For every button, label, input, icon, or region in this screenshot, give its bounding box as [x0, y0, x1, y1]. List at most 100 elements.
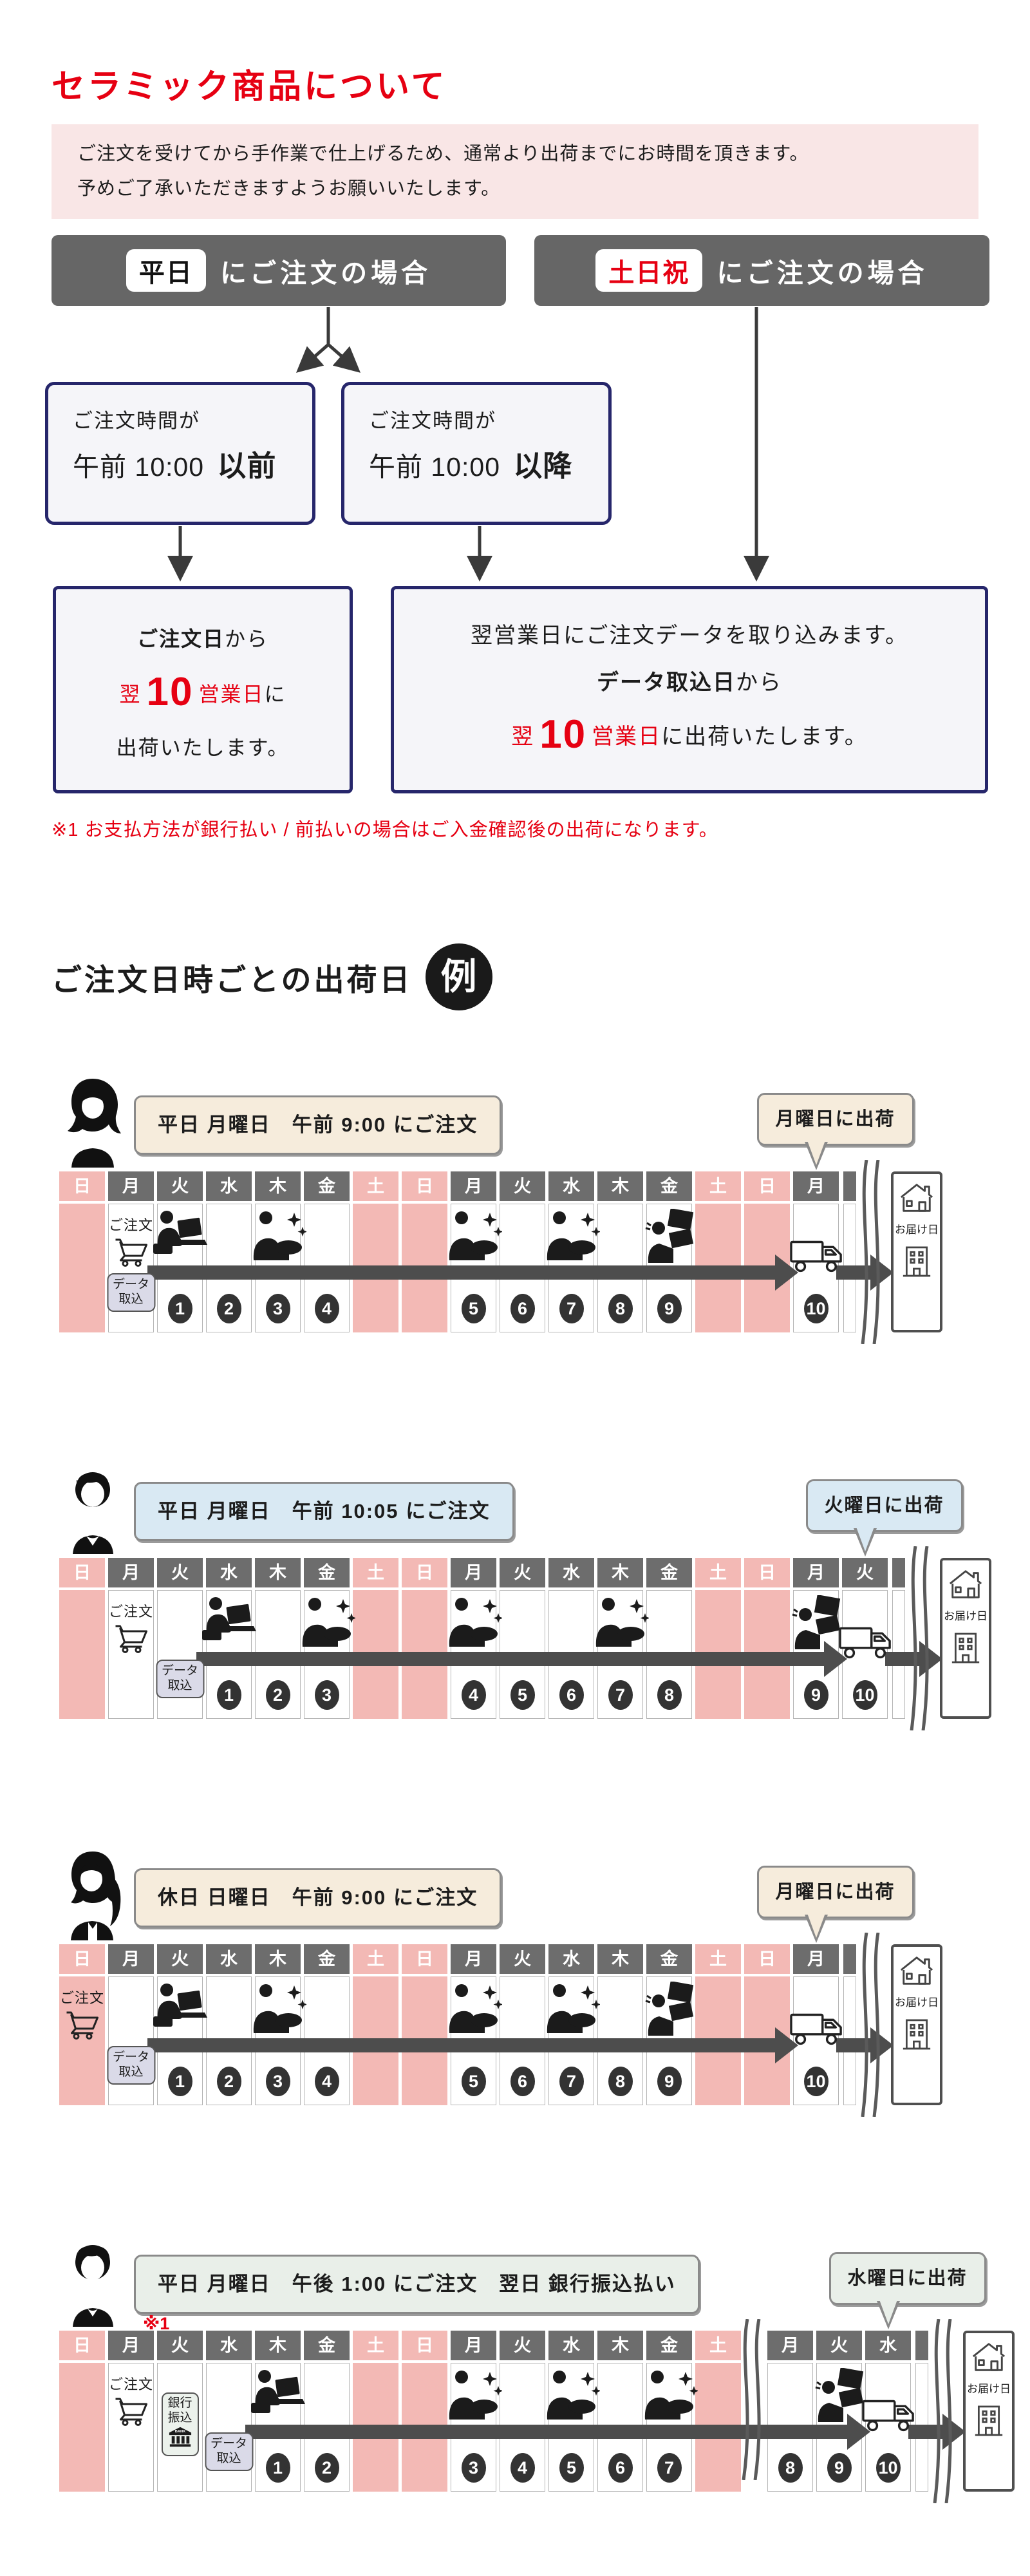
- day-header: 月: [108, 1171, 154, 1202]
- handcraft-icon: [253, 1211, 307, 1261]
- order-label: 平日 月曜日 午前 9:00 にご注文: [134, 1095, 502, 1155]
- business-day-number: 10: [803, 1294, 829, 1324]
- day-header: 日: [402, 1171, 447, 1202]
- business-day-number: 3: [265, 1294, 290, 1324]
- examples-section-title: ご注文日時ごとの出荷日 例: [52, 943, 979, 1011]
- day-column-日: 日: [402, 1944, 447, 2106]
- cart-icon: [66, 2011, 98, 2040]
- business-day-number: 1: [167, 2067, 192, 2097]
- day-header: 木: [597, 1558, 643, 1588]
- delivery-box: お届け日: [891, 1171, 942, 1333]
- business-day-number: 4: [461, 1680, 486, 1710]
- handcraft-icon: [547, 2371, 601, 2420]
- delivery-arrow: [885, 1652, 919, 1667]
- result-before-number: 10: [146, 670, 194, 715]
- day-header: 水: [548, 1944, 594, 1975]
- tear-divider: [905, 1546, 935, 1731]
- day-header: 土: [695, 2331, 741, 2361]
- order-mark: ご注文: [60, 1987, 104, 2043]
- bank-icon: BANK: [169, 2427, 191, 2447]
- business-day-number: 3: [461, 2453, 486, 2483]
- building-icon: [951, 1633, 980, 1663]
- page-title: セラミック商品について: [52, 68, 447, 106]
- day-column-土: 土: [695, 1944, 741, 2106]
- day-column-月: 月ご注文: [108, 2331, 154, 2492]
- business-day-number: 5: [461, 1294, 486, 1324]
- day-header: 水: [548, 2331, 594, 2361]
- day-header: 月: [108, 1558, 154, 1588]
- result-after-data-day: データ取込日: [597, 670, 736, 696]
- shipping-arrow: [196, 1652, 824, 1667]
- business-day-number: 10: [852, 1680, 877, 1710]
- handcraft-icon: [547, 1984, 601, 2034]
- day-cell: [59, 1204, 105, 1333]
- business-day-number: 7: [559, 2067, 584, 2097]
- branch-before-10am-box: ご注文時間が 午前 10:00 以前: [45, 382, 315, 526]
- handcraft-icon: [253, 1984, 307, 2034]
- day-header: 水: [548, 1171, 594, 1202]
- day-column-日: 日: [59, 2331, 105, 2492]
- day-header: 水: [206, 1171, 252, 1202]
- intro-line-1: ご注文を受けてから手作業で仕上げるため、通常より出荷までにお時間を頂きます。: [77, 144, 809, 164]
- result-after-next: 翌: [511, 724, 535, 750]
- delivery-box: お届け日: [963, 2331, 1015, 2492]
- examples-title-text: ご注文日時ごとの出荷日: [52, 962, 413, 997]
- business-day-number: 8: [608, 1294, 633, 1324]
- order-label: 平日 月曜日 午前 10:05 にご注文: [134, 1482, 514, 1542]
- business-day-number: 4: [314, 2067, 339, 2097]
- day-header: 日: [744, 1944, 790, 1975]
- svg-text:BANK: BANK: [174, 2430, 185, 2434]
- truck-icon: [838, 1627, 891, 1659]
- cart-icon: [115, 1238, 147, 1267]
- truck-icon: [861, 2400, 914, 2432]
- business-day-number: 8: [657, 1680, 682, 1710]
- result-after-from: から: [736, 670, 782, 696]
- weekday-order-header: 平日 にご注文の場合: [52, 235, 506, 307]
- day-header: 土: [695, 1944, 741, 1975]
- day-header: 土: [695, 1171, 741, 1202]
- day-header: 日: [59, 2331, 105, 2361]
- day-header: 金: [646, 2331, 692, 2361]
- order-mark: ご注文: [109, 2373, 153, 2429]
- handcraft-icon: [449, 1984, 503, 2034]
- day-column-土: 土: [353, 2331, 398, 2492]
- branch-before-line1: ご注文時間が: [73, 410, 200, 433]
- tear-divider: [856, 1159, 886, 1345]
- business-day-number: 3: [314, 1680, 339, 1710]
- business-day-number: 9: [657, 2067, 682, 2097]
- handcraft-icon: [547, 1211, 601, 1261]
- business-day-number: 5: [559, 2453, 584, 2483]
- data-import-badge: データ取込: [106, 2046, 156, 2085]
- callout-pointer-fill: [807, 1913, 825, 1938]
- result-before-next: 翌: [119, 683, 142, 706]
- order-mark: ご注文: [109, 1600, 153, 1656]
- day-header: 月: [108, 2331, 154, 2361]
- day-header: 水: [206, 1944, 252, 1975]
- business-day-number: 2: [216, 1294, 241, 1324]
- handcraft-icon: [449, 1598, 503, 1647]
- order-text: ご注文: [108, 1604, 154, 1620]
- delivery-arrowhead: [919, 1641, 942, 1678]
- day-header: 火: [157, 1944, 203, 1975]
- order-text: ご注文: [108, 2376, 154, 2393]
